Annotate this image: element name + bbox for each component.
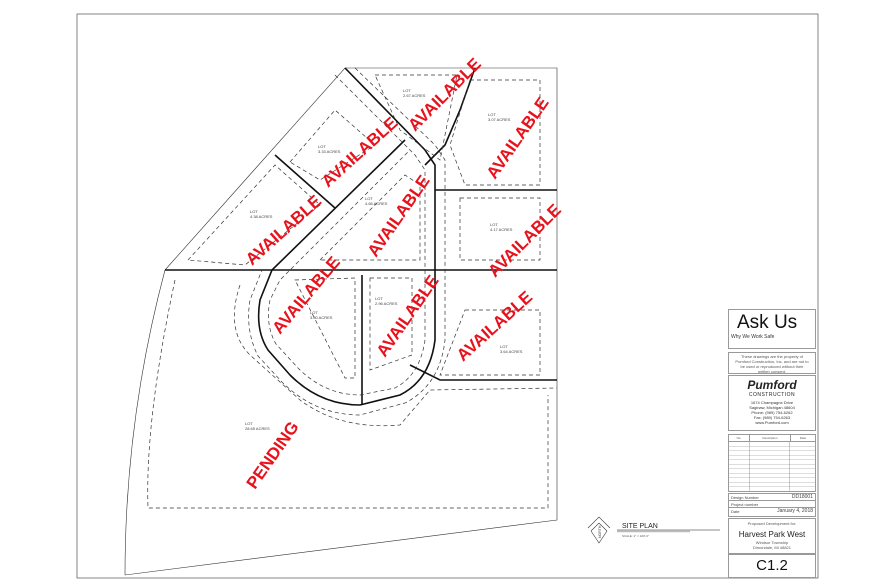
revision-header: No. <box>729 435 750 441</box>
lot-setback <box>187 164 321 266</box>
setback-line <box>234 284 558 427</box>
svg-text:3.07 ACRES: 3.07 ACRES <box>488 117 511 122</box>
svg-text:LOT: LOT <box>375 296 383 301</box>
address-line: Phone: (989) 754-6262 <box>751 410 793 415</box>
project-name: Harvest Park West <box>738 530 806 539</box>
road-centerline <box>257 67 436 406</box>
road-edge <box>248 67 446 416</box>
address-line: Fax: (989) 754-6263 <box>753 415 791 420</box>
svg-text:AVAILABLE: AVAILABLE <box>269 253 344 338</box>
project-info: Design Number DD18001 Project number Date… <box>728 493 816 517</box>
north-arrow-icon: NORTH <box>587 516 611 544</box>
location-line: Dimondale, MI 48821 <box>752 545 792 550</box>
lot-setback <box>439 309 541 376</box>
lot-setback <box>294 277 356 379</box>
lot-4-66[interactable]: LOT 4.66 ACRES AVAILABLE <box>364 172 434 261</box>
svg-text:LOT: LOT <box>250 209 258 214</box>
svg-text:LOT: LOT <box>245 421 253 426</box>
lot-3-07[interactable]: LOT 3.07 ACRES AVAILABLE <box>483 94 553 183</box>
date-label: Date <box>731 509 740 514</box>
design-number-label: Design Number <box>731 494 759 500</box>
svg-text:4.17 ACRES: 4.17 ACRES <box>490 227 513 232</box>
svg-text:LOT: LOT <box>318 144 326 149</box>
lot-setback <box>319 174 421 261</box>
address-line: Saginaw, Michigan 48604 <box>749 405 795 410</box>
svg-text:AVAILABLE: AVAILABLE <box>483 94 553 183</box>
svg-text:LOT: LOT <box>403 88 411 93</box>
svg-text:3.80 ACRES: 3.80 ACRES <box>310 315 333 320</box>
ask-us-box[interactable]: Ask Us Why We Work Safe <box>728 309 816 349</box>
date-value: January 4, 2018 <box>777 508 813 514</box>
notice-text: These drawings are the property of Pumfo… <box>735 354 809 374</box>
design-number: DD18001 <box>791 493 813 500</box>
property-outline <box>124 67 558 576</box>
svg-text:4.38 ACRES: 4.38 ACRES <box>250 214 273 219</box>
svg-text:AVAILABLE: AVAILABLE <box>373 272 443 361</box>
location-line: Windsor Township <box>755 540 789 545</box>
sheet-title: SITE PLAN <box>622 523 658 530</box>
lot-2-96[interactable]: LOT 2.96 ACRES AVAILABLE <box>373 272 443 361</box>
svg-text:LOT: LOT <box>490 222 498 227</box>
website-link[interactable]: www.Pumford.com <box>755 420 789 425</box>
ask-us-subtitle: Why We Work Safe <box>731 334 775 340</box>
revision-header: Description <box>750 435 791 441</box>
svg-text:2.96 ACRES: 2.96 ACRES <box>375 301 398 306</box>
company-subtitle: CONSTRUCTION <box>748 392 796 398</box>
lot-setback <box>459 197 541 261</box>
svg-text:LOT: LOT <box>310 310 318 315</box>
lot-setback <box>369 277 413 371</box>
sheet-border <box>76 13 819 579</box>
lot-4-17[interactable]: LOT 4.17 ACRES AVAILABLE <box>484 200 564 280</box>
lot-line <box>274 154 336 209</box>
ask-us-heading: Ask Us <box>737 312 798 333</box>
svg-text:2.67 ACRES: 2.67 ACRES <box>403 93 426 98</box>
lot-3-64[interactable]: LOT 3.64 ACRES AVAILABLE <box>453 287 536 365</box>
company-logo: Pumford <box>747 378 797 392</box>
svg-text:LOT: LOT <box>500 344 508 349</box>
lot-28-65[interactable]: LOT 28.65 ACRES PENDING <box>243 418 303 492</box>
address-line: 1674 Champagne Drive <box>750 400 794 405</box>
sheet-scale: SCALE: 1" = 100'-0" <box>622 534 649 538</box>
project-box: Proposed Development for: Harvest Park W… <box>728 518 816 554</box>
proposed-label: Proposed Development for: <box>747 521 797 526</box>
svg-text:3.33 ACRES: 3.33 ACRES <box>318 149 341 154</box>
company-box: Pumford CONSTRUCTION 1674 Champagne Driv… <box>728 375 816 431</box>
revision-header: Date <box>799 436 807 440</box>
svg-text:AVAILABLE: AVAILABLE <box>364 172 434 261</box>
svg-text:28.65 ACRES: 28.65 ACRES <box>245 426 270 431</box>
lot-setback <box>374 74 458 161</box>
lot-line <box>409 364 557 381</box>
svg-text:4.66 ACRES: 4.66 ACRES <box>365 201 388 206</box>
svg-text:LOT: LOT <box>488 112 496 117</box>
svg-text:LOT: LOT <box>365 196 373 201</box>
setback-line <box>147 279 549 509</box>
lot-2-67[interactable]: LOT 2.67 ACRES AVAILABLE <box>403 54 485 134</box>
project-number-label: Project number <box>731 501 759 507</box>
revision-table: No. Description Date <box>728 434 816 492</box>
svg-text:AVAILABLE: AVAILABLE <box>484 200 564 280</box>
notice-box: These drawings are the property of Pumfo… <box>728 352 816 374</box>
sheet-number: C1.2 <box>728 554 816 578</box>
lot-3-80[interactable]: LOT 3.80 ACRES AVAILABLE <box>269 253 344 338</box>
property-west-boundary <box>124 269 166 576</box>
svg-text:AVAILABLE: AVAILABLE <box>453 287 536 365</box>
svg-text:NORTH: NORTH <box>598 525 602 538</box>
lot-3-33[interactable]: LOT 3.33 ACRES AVAILABLE <box>318 113 401 191</box>
svg-text:3.64 ACRES: 3.64 ACRES <box>500 349 523 354</box>
lot-setback <box>449 79 541 186</box>
lot-setback <box>289 109 376 181</box>
